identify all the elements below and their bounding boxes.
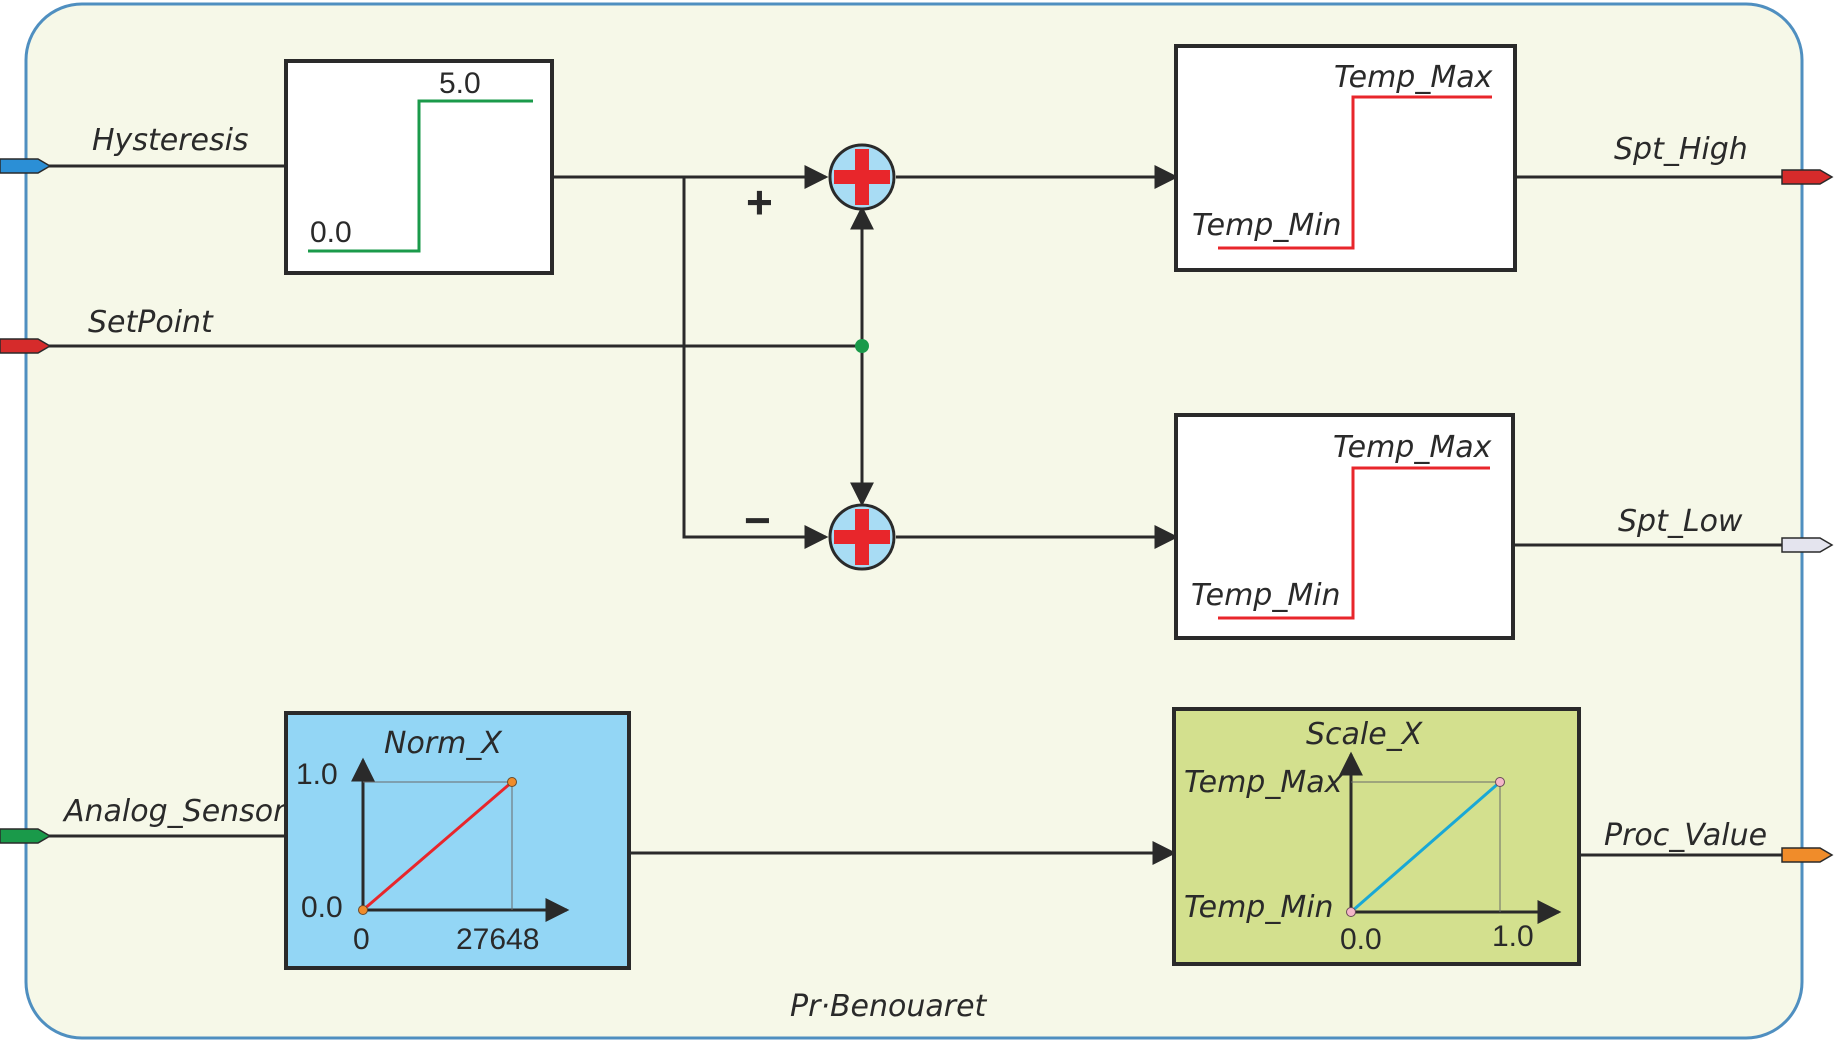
norm-x-title: Norm_X <box>384 726 503 761</box>
norm-y-max-label: 1.0 <box>296 758 338 791</box>
hysteresis-branch-line <box>682 177 829 549</box>
analog-sensor-label: Analog_Sensor <box>62 794 287 829</box>
spt-low-label: Spt_Low <box>1618 504 1743 539</box>
hysteresis-step-curve <box>308 99 533 253</box>
limit-low-max-label: Temp_Max <box>1333 430 1492 465</box>
norm-x-block[interactable]: Norm_X 1.0 0.0 0 27648 <box>284 711 631 970</box>
limit-low-min-label: Temp_Min <box>1191 578 1341 613</box>
plus-sign: + <box>746 176 773 228</box>
port-analog-sensor-icon[interactable] <box>0 828 52 844</box>
port-proc-value-icon[interactable] <box>1781 847 1834 863</box>
scale-transfer-line <box>1350 780 1501 914</box>
norm-end-point <box>507 777 517 787</box>
norm-x-max-label: 27648 <box>456 923 539 956</box>
port-setpoint-icon[interactable] <box>0 338 52 354</box>
limit-high-max-label: Temp_Max <box>1334 60 1493 95</box>
limit-block-high[interactable]: Temp_Max Temp_Min <box>1174 44 1517 272</box>
limit-block-low[interactable]: Temp_Max Temp_Min <box>1174 413 1515 640</box>
proc-value-label: Proc_Value <box>1604 818 1767 853</box>
port-hysteresis-icon[interactable] <box>0 158 52 174</box>
scale-y-min-label: Temp_Min <box>1184 890 1334 925</box>
norm-x-min-label: 0 <box>353 923 370 956</box>
scale-end-point <box>1495 777 1505 787</box>
sum-node-upper[interactable] <box>828 143 896 211</box>
limit-high-step-curve <box>1218 95 1492 250</box>
limit-low-step-curve <box>1218 466 1490 620</box>
author-label: Pr·Benouaret <box>790 989 988 1024</box>
scale-x-max-label: 1.0 <box>1492 920 1534 953</box>
port-spt-high-icon[interactable] <box>1781 169 1834 185</box>
scale-y-max-label: Temp_Max <box>1184 765 1343 800</box>
scale-x-title: Scale_X <box>1306 717 1424 752</box>
limit-high-min-label: Temp_Min <box>1192 208 1342 243</box>
sum-node-lower[interactable] <box>828 503 896 571</box>
hysteresis-block[interactable]: 5.0 0.0 <box>284 59 554 275</box>
scale-x-block[interactable]: Scale_X Temp_Max Temp_Min 0.0 1.0 <box>1172 707 1581 966</box>
norm-transfer-line <box>362 780 513 912</box>
scale-start-point <box>1346 907 1356 917</box>
signal-lines <box>46 164 1786 865</box>
port-spt-low-icon[interactable] <box>1781 537 1834 553</box>
scale-x-min-label: 0.0 <box>1340 923 1382 956</box>
spt-high-label: Spt_High <box>1614 132 1748 167</box>
setpoint-label: SetPoint <box>88 305 214 340</box>
hysteresis-high-label: 5.0 <box>439 67 481 100</box>
hysteresis-low-label: 0.0 <box>310 216 352 249</box>
norm-y-min-label: 0.0 <box>301 891 343 924</box>
norm-start-point <box>358 905 368 915</box>
minus-sign: − <box>744 494 771 546</box>
hysteresis-label: Hysteresis <box>92 123 249 158</box>
junction-dot <box>855 339 869 353</box>
